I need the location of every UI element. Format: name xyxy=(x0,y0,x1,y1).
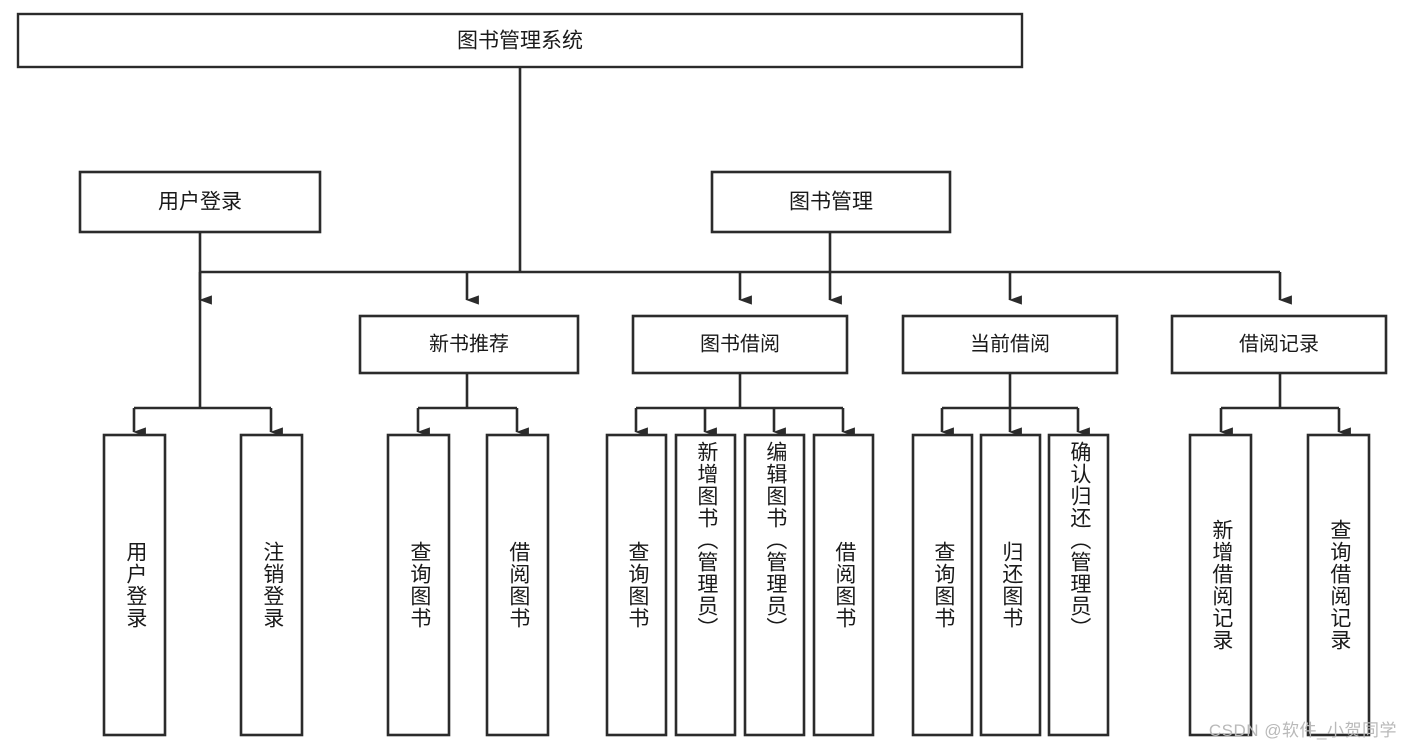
connector-borrowrecord-to-leaves xyxy=(1219,373,1351,437)
connector-bookmanage-to-level3 xyxy=(465,232,1292,305)
connector-newbook-to-leaves xyxy=(416,373,529,437)
node-current-borrow[interactable]: 当前借阅 xyxy=(901,314,1119,375)
node-current-borrow-label: 当前借阅 xyxy=(970,332,1050,355)
node-book-manage-label: 图书管理 xyxy=(789,191,873,214)
connector-bookborrow-to-leaves xyxy=(634,373,855,437)
node-leaf-query-book-2[interactable] xyxy=(605,433,668,737)
node-root-label: 图书管理系统 xyxy=(457,30,583,53)
node-leaf-edit-book[interactable] xyxy=(743,433,806,737)
connector-userlogin-to-leaves xyxy=(132,232,283,437)
node-new-book-rec-label: 新书推荐 xyxy=(429,332,509,355)
node-leaf-query-record[interactable] xyxy=(1306,433,1371,737)
node-book-borrow[interactable]: 图书借阅 xyxy=(631,314,849,375)
node-leaf-query-book-1[interactable] xyxy=(386,433,451,737)
watermark-text: CSDN @软件_小贺同学 xyxy=(1208,721,1397,740)
node-leaf-query-book-3[interactable] xyxy=(911,433,974,737)
node-book-borrow-label: 图书借阅 xyxy=(700,332,780,355)
node-book-manage[interactable]: 图书管理 xyxy=(710,170,952,234)
node-user-login-label: 用户登录 xyxy=(158,191,242,214)
node-leaf-add-book[interactable] xyxy=(674,433,737,737)
node-leaf-borrow-book-1[interactable] xyxy=(485,433,550,737)
node-borrow-record[interactable]: 借阅记录 xyxy=(1170,314,1388,375)
node-leaf-return-book[interactable] xyxy=(979,433,1042,737)
node-borrow-record-label: 借阅记录 xyxy=(1239,332,1319,355)
node-new-book-rec[interactable]: 新书推荐 xyxy=(358,314,580,375)
leaf-boxes xyxy=(102,433,1371,737)
connector-currentborrow-to-leaves xyxy=(940,373,1090,437)
node-root[interactable]: 图书管理系统 xyxy=(16,12,1024,69)
node-leaf-logout[interactable] xyxy=(239,433,304,737)
node-leaf-borrow-book-2[interactable] xyxy=(812,433,875,737)
node-leaf-user-login[interactable] xyxy=(102,433,167,737)
node-leaf-add-record[interactable] xyxy=(1188,433,1253,737)
node-leaf-confirm-return[interactable] xyxy=(1047,433,1110,737)
node-user-login[interactable]: 用户登录 xyxy=(78,170,322,234)
